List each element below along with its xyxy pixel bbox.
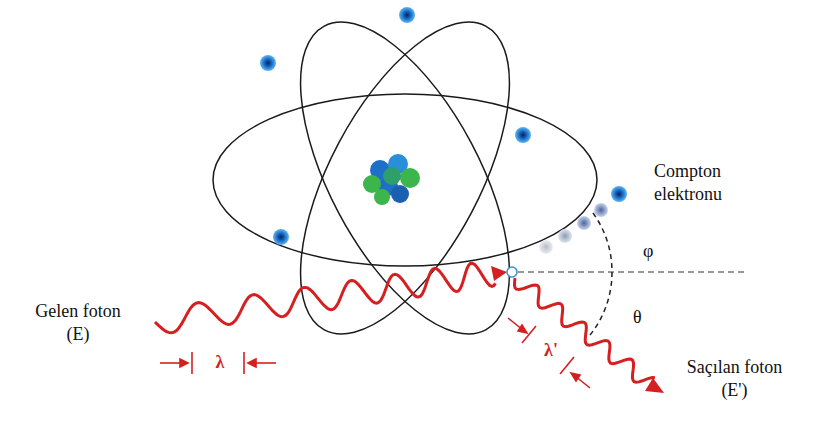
arrow-head	[491, 266, 507, 281]
particle-label: Compton elektronu	[654, 160, 764, 205]
compton-electron-trail	[539, 186, 627, 254]
nucleus	[363, 154, 420, 205]
incident-photon-wave	[155, 263, 496, 333]
arrow-head	[645, 378, 664, 393]
orbit	[213, 94, 597, 266]
wavelength-marker	[160, 352, 276, 374]
interaction-point	[507, 267, 517, 277]
scattered-photon-wave	[515, 278, 655, 382]
wavelength-label: λ	[208, 351, 232, 374]
orbit	[258, 0, 552, 365]
wavelength-marker	[508, 318, 590, 388]
photon-label: Saçılan foton (E')	[672, 356, 797, 401]
phi-arc	[593, 213, 612, 272]
theta-arc	[590, 272, 612, 335]
wavelength-label: λ'	[536, 339, 566, 362]
electrons	[260, 7, 531, 245]
angle-label: θ	[633, 306, 653, 329]
orbit	[258, 0, 552, 365]
angle-label: φ	[643, 240, 663, 263]
photon-label: Gelen foton (E)	[22, 300, 134, 345]
reference-line	[518, 271, 748, 272]
